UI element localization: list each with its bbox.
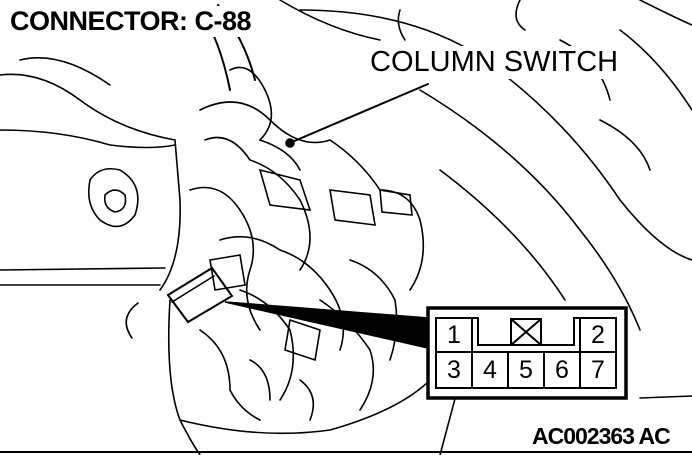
pin-5: 5: [519, 356, 533, 384]
column-switch-label: COLUMN SWITCH: [368, 46, 621, 79]
pin-1: 1: [447, 321, 461, 349]
pin-2: 2: [591, 321, 605, 349]
connector-title: CONNECTOR: C-88: [10, 6, 256, 37]
unused-cavity-x-icon: [510, 318, 542, 346]
pin-7: 7: [591, 356, 605, 384]
figure-code: AC002363 AC: [532, 423, 671, 449]
pin-3: 3: [447, 356, 461, 384]
pin-6: 6: [555, 356, 569, 384]
pin-4: 4: [483, 356, 497, 384]
